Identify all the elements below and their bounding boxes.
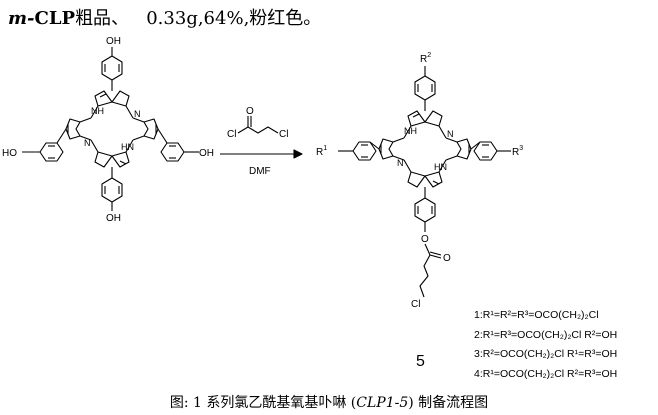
right-bottom-phenyl [414,187,436,232]
right-carbonyl-o: O [443,253,451,264]
crude-label: 粗品、 [75,8,130,29]
right-r2: R2 [420,52,431,65]
left-left-phenyl [22,128,67,162]
left-nh: NH [91,106,104,116]
left-bottom-phenyl [101,167,123,211]
reagent-dmf: DMF [249,166,271,177]
legend-item-2: 2:R¹=R³=OCO(CH₂)₂Cl R²=OH [474,329,617,341]
yield-text: 0.33g,64%,粉红色。 [146,8,322,29]
caption-italic: CLP1-5 [356,395,409,411]
left-ho-left: HO [2,148,17,159]
right-nh: NH [404,126,417,136]
left-porphyrin-core [65,90,159,168]
caption-suffix: ) 制备流程图 [408,395,489,411]
left-n-left: N [84,138,91,148]
compound-number: 5 [416,353,425,370]
reaction-arrow [220,149,303,159]
header-line: m-CLP粗品、 0.33g,64%,粉红色。 [8,4,321,30]
compound-name: CLP [34,8,76,29]
right-cl: Cl [411,299,420,310]
left-top-phenyl [101,47,123,91]
right-hn: HN [434,162,447,172]
right-left-phenyl [338,141,380,161]
legend-item-1: 1:R¹=R²=R³=OCO(CH₂)₂Cl [474,309,599,321]
legend-item-3: 3:R²=OCO(CH₂)₂Cl R¹=R³=OH [474,348,617,360]
right-r1: R1 [316,145,327,158]
right-n-left: N [397,158,404,168]
compound-prefix: m- [8,8,35,29]
reagent-structure [237,116,279,134]
left-hn: HN [121,142,134,152]
reagent-cl-right: Cl [279,129,288,140]
reagent-oxygen: O [246,106,254,117]
left-oh-right: OH [199,148,214,159]
right-right-phenyl [470,141,511,161]
legend-item-4: 4:R¹=OCO(CH₂)₂Cl R²=R³=OH [474,368,617,380]
left-oh-bottom: OH [106,213,121,224]
ester-chain [419,243,442,298]
right-r3: R3 [512,145,523,158]
right-top-phenyl [414,66,436,111]
figure-caption: 图: 1 系列氯乙酰基氧基卟啉 (CLP1-5) 制备流程图 [0,392,658,412]
right-n-right: N [447,129,454,139]
right-porphyrin-core [378,110,472,188]
left-n-right: N [134,109,141,119]
caption-prefix: 图: 1 系列氯乙酰基氧基卟啉 ( [169,395,357,411]
left-oh-top: OH [106,36,121,47]
reagent-cl-left: Cl [227,129,236,140]
left-right-phenyl [157,128,199,162]
right-ester-o: O [421,234,429,245]
